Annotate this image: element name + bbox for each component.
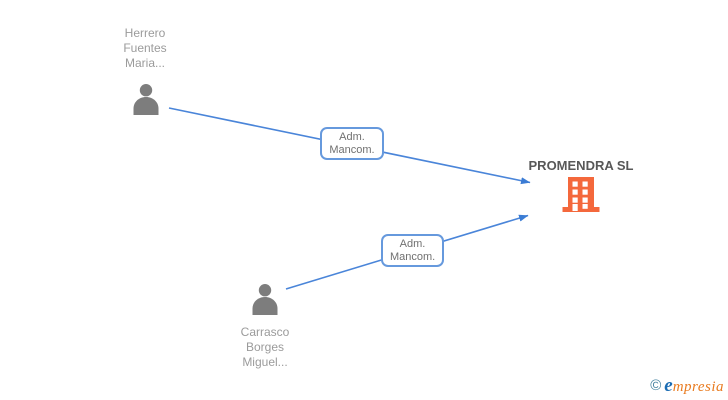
person-icon bbox=[251, 284, 279, 320]
edge-label-line: Adm. bbox=[339, 131, 365, 143]
person-name: Herrero Fuentes Maria... bbox=[65, 26, 225, 71]
edge-label-line: Mancom. bbox=[329, 144, 375, 156]
person-name-line: Borges bbox=[245, 340, 285, 354]
logo-text: mpresia bbox=[672, 379, 724, 395]
edge-label-adm-mancom-1[interactable]: Adm. Mancom. bbox=[320, 127, 384, 160]
edge-label-adm-mancom-2[interactable]: Adm. Mancom. bbox=[381, 234, 444, 267]
logo-first-letter: e bbox=[664, 375, 673, 396]
edge-label-line: Mancom. bbox=[390, 251, 436, 263]
person-name-line: Herrero bbox=[124, 26, 166, 40]
person-name: Carrasco Borges Miguel... bbox=[185, 325, 345, 370]
person-name-line: Miguel... bbox=[242, 355, 288, 369]
building-icon bbox=[562, 177, 600, 218]
node-person-herrero[interactable]: Herrero Fuentes Maria... bbox=[65, 26, 225, 118]
person-icon bbox=[132, 84, 160, 120]
company-name: PROMENDRA SL bbox=[528, 158, 634, 173]
node-company-promendra[interactable]: PROMENDRA SL bbox=[496, 158, 666, 218]
person-name-line: Fuentes bbox=[123, 41, 167, 55]
person-name-line: Carrasco bbox=[240, 325, 290, 339]
node-person-carrasco[interactable]: Carrasco Borges Miguel... bbox=[185, 284, 345, 374]
empresia-logo[interactable]: ©empresia bbox=[650, 375, 724, 397]
edge-label-line: Adm. bbox=[399, 238, 426, 250]
person-name-line: Maria... bbox=[124, 56, 165, 70]
copyright-icon: © bbox=[650, 377, 662, 394]
